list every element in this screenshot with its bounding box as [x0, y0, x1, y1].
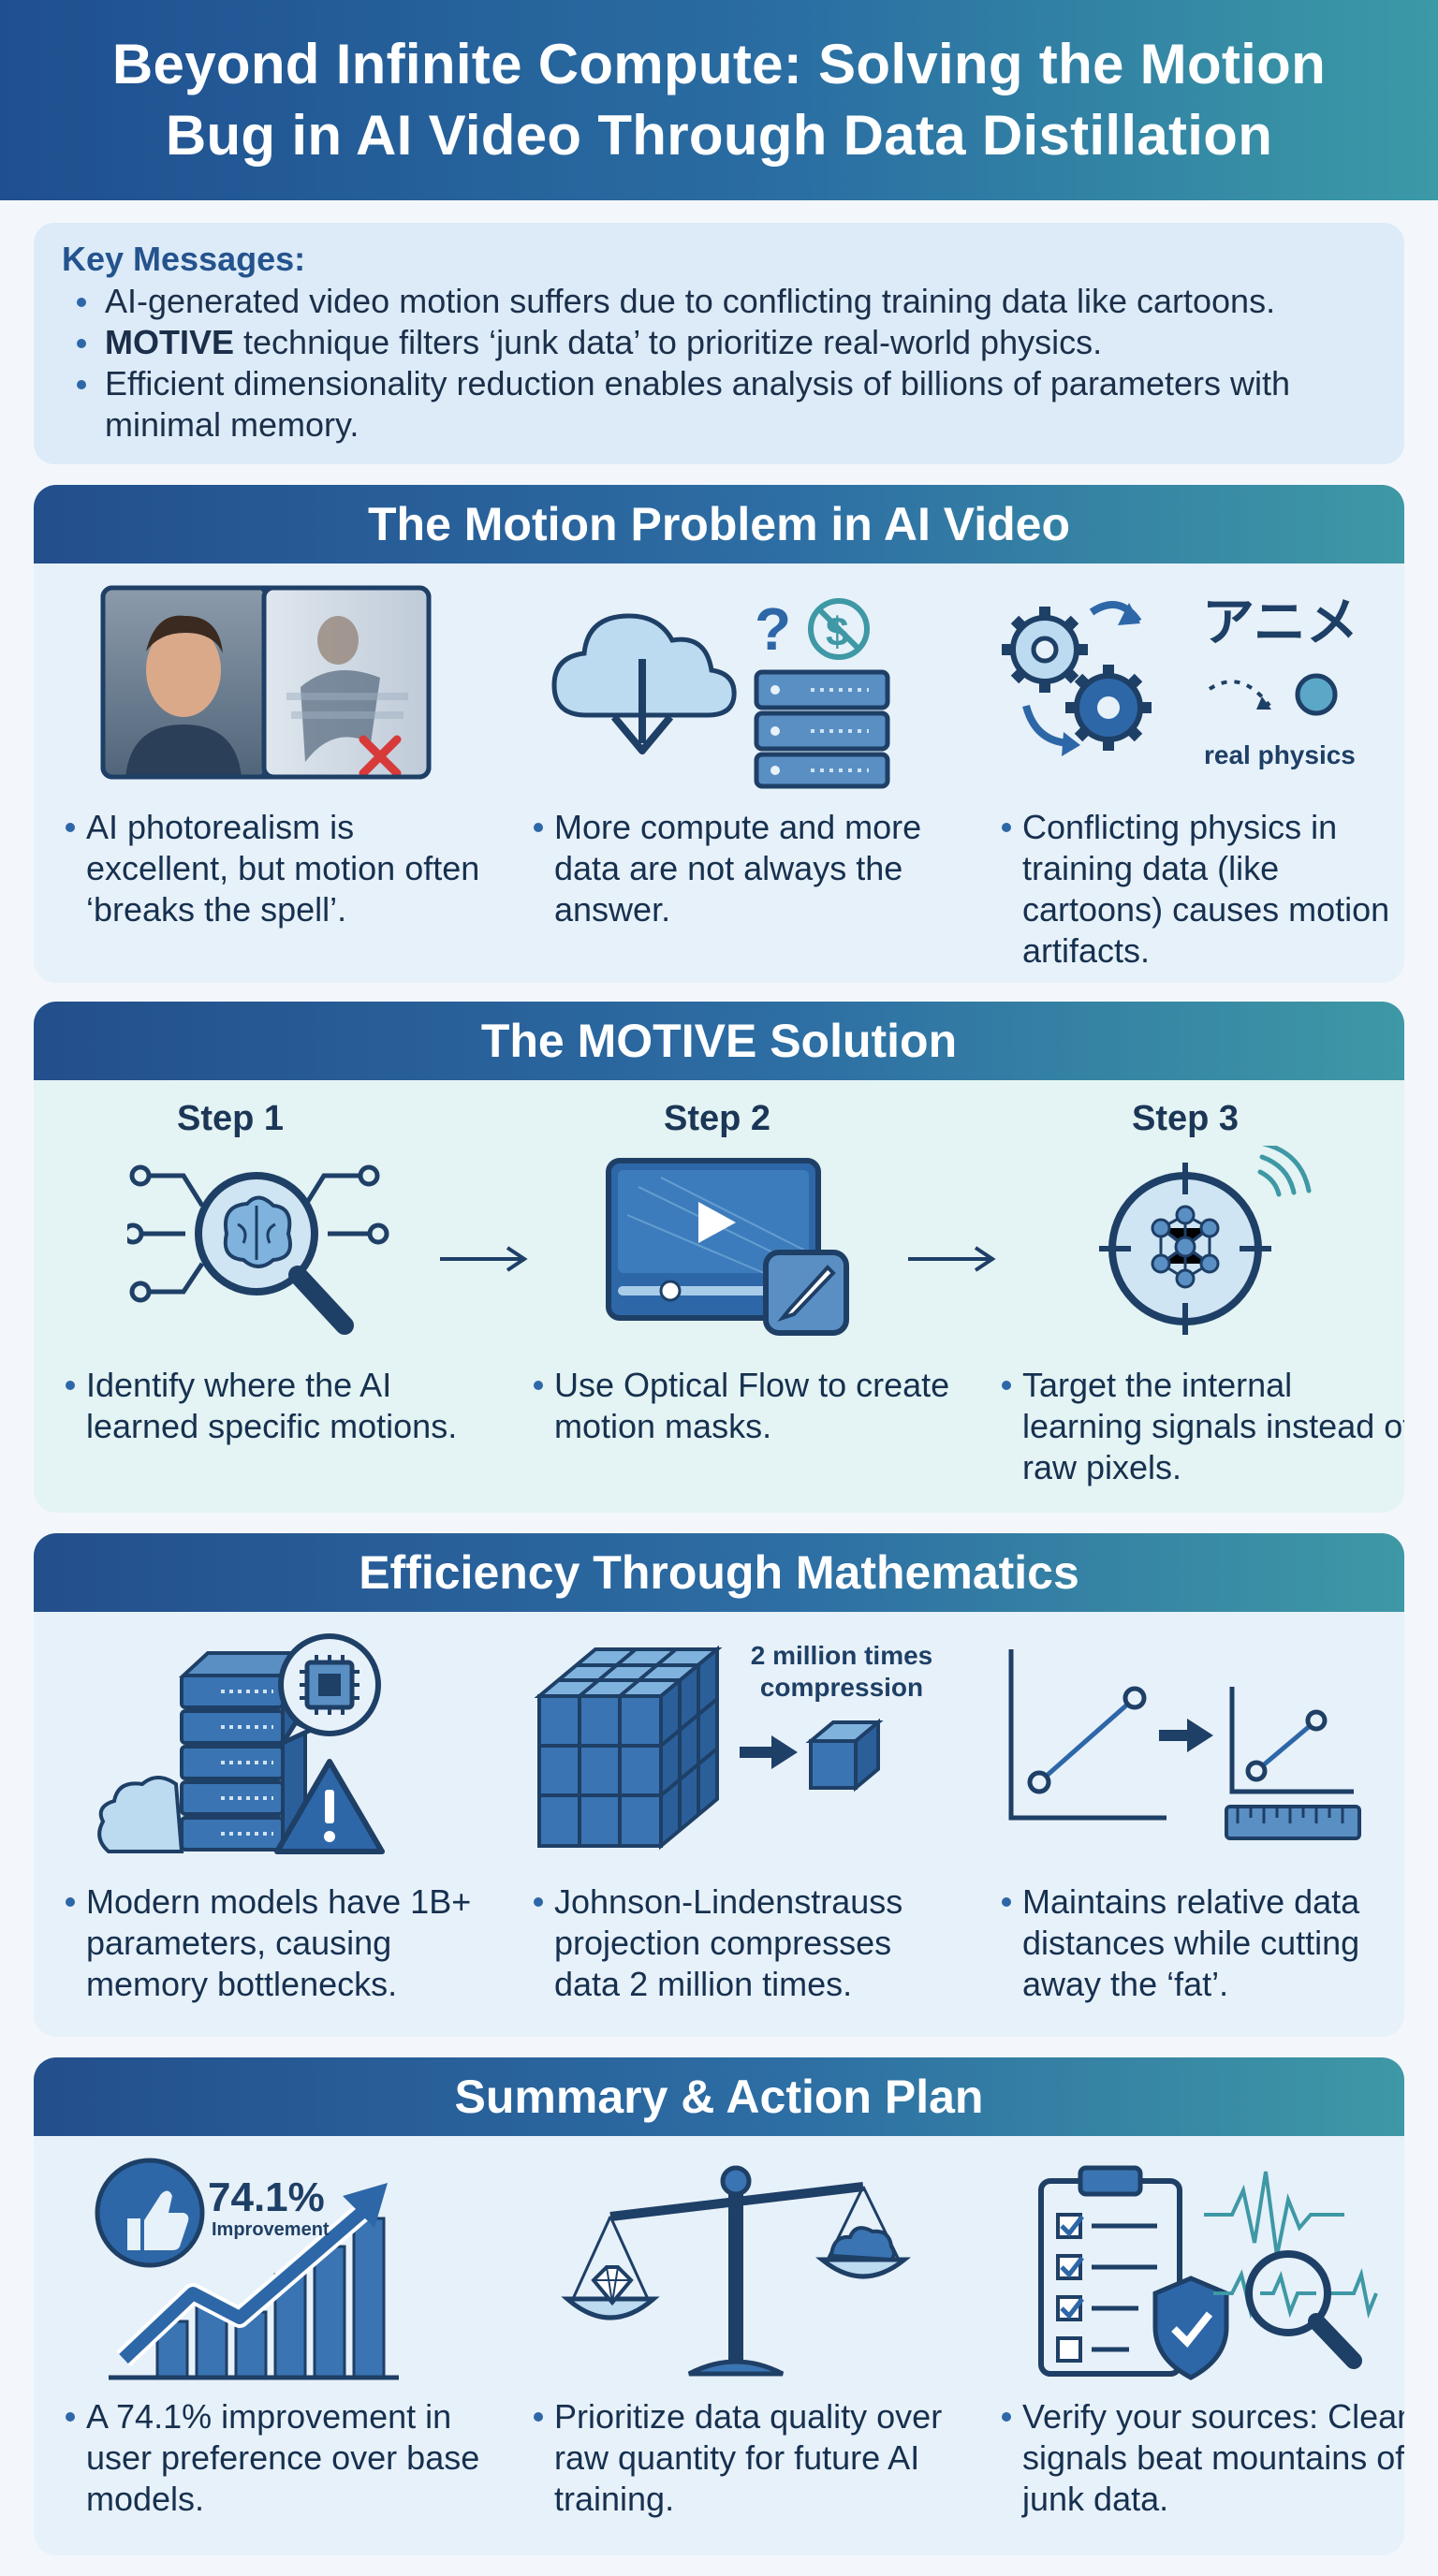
gears-anime-physics-icon: アニメ real physics — [1002, 593, 1358, 769]
key-message-item: MOTIVE technique filters ‘junk data’ to … — [62, 322, 1376, 363]
motion-problem-col-2: ? $ More compute and more data are not a… — [521, 564, 951, 983]
motion-problem-caption-2: More compute and more data are not alway… — [521, 807, 951, 930]
efficiency-col-1: Modern models have 1B+ parameters, causi… — [52, 1612, 483, 2037]
summary-col-2: Prioritize data quality over raw quantit… — [521, 2136, 951, 2555]
motion-problem-heading: The Motion Problem in AI Video — [34, 485, 1404, 564]
efficiency-col-3: Maintains relative data distances while … — [989, 1612, 1404, 2037]
stat-label: Improvement — [212, 2219, 330, 2240]
efficiency-caption-3: Maintains relative data distances while … — [989, 1881, 1404, 2005]
cube-compression-icon — [534, 1645, 884, 1851]
summary-col-1: 74.1% Improvement A 74.1% improvement in… — [52, 2136, 483, 2555]
efficiency-section: Efficiency Through Mathematics — [34, 1533, 1404, 2037]
step-2-col: Step 2 Use Optical Flow to create motion… — [521, 1080, 951, 1513]
compression-line-1: 2 million times — [750, 1641, 933, 1670]
photo-vs-blur-icon — [100, 585, 432, 780]
anime-label: アニメ — [1202, 593, 1358, 651]
key-message-item: AI-generated video motion suffers due to… — [62, 281, 1376, 322]
key-messages-panel: Key Messages: AI-generated video motion … — [34, 223, 1404, 464]
motion-problem-col-1: AI photorealism is excellent, but motion… — [52, 564, 483, 983]
network-target-icon — [1099, 1146, 1312, 1335]
motive-solution-heading: The MOTIVE Solution — [34, 1002, 1404, 1080]
motion-problem-section: The Motion Problem in AI Video AI — [34, 485, 1404, 983]
summary-section: Summary & Action Plan 74.1% — [34, 2057, 1404, 2555]
efficiency-col-2: 2 million times compression Johnson-Lind… — [521, 1612, 951, 2037]
efficiency-caption-1: Modern models have 1B+ parameters, causi… — [52, 1881, 483, 2005]
step-3-caption: Target the internal learning signals ins… — [989, 1365, 1404, 1488]
step-1-col: Step 1 Identify where the AI learned spe… — [52, 1080, 483, 1513]
key-message-item: Efficient dimensionality reduction enabl… — [62, 363, 1376, 446]
svg-text:?: ? — [755, 595, 791, 663]
summary-caption-2: Prioritize data quality over raw quantit… — [521, 2396, 951, 2520]
motion-problem-caption-1: AI photorealism is excellent, but motion… — [52, 807, 483, 930]
key-message-text: technique filters ‘junk data’ to priorit… — [234, 323, 1103, 361]
step-1-caption: Identify where the AI learned specific m… — [52, 1365, 483, 1447]
compression-line-2: compression — [759, 1673, 924, 1702]
arrow-right-icon — [908, 1246, 996, 1272]
server-chip-alert-icon — [97, 1633, 385, 1854]
step-2-caption: Use Optical Flow to create motion masks. — [521, 1365, 951, 1447]
page-title-line2: Bug in AI Video Through Data Distillatio… — [165, 104, 1273, 167]
page-title-line1: Beyond Infinite Compute: Solving the Mot… — [111, 33, 1327, 95]
checklist-shield-signal-icon — [1038, 2165, 1378, 2380]
cloud-server-icon: ? $ — [551, 595, 890, 789]
growth-chart-thumbs-up-icon: 74.1% Improvement — [95, 2158, 399, 2380]
step-1-label: Step 1 — [176, 1099, 285, 1138]
step-3-label: Step 3 — [1131, 1099, 1240, 1138]
motion-problem-col-3: アニメ real physics Conflicting physics in … — [989, 564, 1404, 983]
summary-col-3: Verify your sources: Clean signals beat … — [989, 2136, 1404, 2555]
key-messages-list: AI-generated video motion suffers due to… — [62, 281, 1376, 446]
motive-term: MOTIVE — [105, 323, 235, 361]
real-physics-label: real physics — [1204, 740, 1356, 769]
summary-caption-1: A 74.1% improvement in user preference o… — [52, 2396, 483, 2520]
stat-value: 74.1% — [208, 2174, 325, 2220]
brain-magnifier-icon — [127, 1164, 389, 1335]
step-3-col: Step 3 Target the internal learning sign… — [989, 1080, 1404, 1513]
balance-scale-icon — [561, 2165, 912, 2377]
summary-heading: Summary & Action Plan — [34, 2057, 1404, 2136]
motion-problem-caption-3: Conflicting physics in training data (li… — [989, 807, 1404, 972]
key-messages-heading: Key Messages: — [62, 240, 306, 278]
arrow-right-icon — [440, 1246, 528, 1272]
video-player-icon — [606, 1158, 849, 1336]
distance-ruler-icon — [1008, 1649, 1361, 1840]
page-header: Beyond Infinite Compute: Solving the Mot… — [0, 0, 1438, 200]
summary-caption-3: Verify your sources: Clean signals beat … — [989, 2396, 1404, 2520]
step-2-label: Step 2 — [663, 1099, 771, 1138]
compression-label: 2 million times compression — [734, 1640, 949, 1704]
efficiency-caption-2: Johnson-Lindenstrauss projection compres… — [521, 1881, 951, 2005]
motive-solution-section: The MOTIVE Solution Step 1 Identify wher… — [34, 1002, 1404, 1513]
efficiency-heading: Efficiency Through Mathematics — [34, 1533, 1404, 1612]
